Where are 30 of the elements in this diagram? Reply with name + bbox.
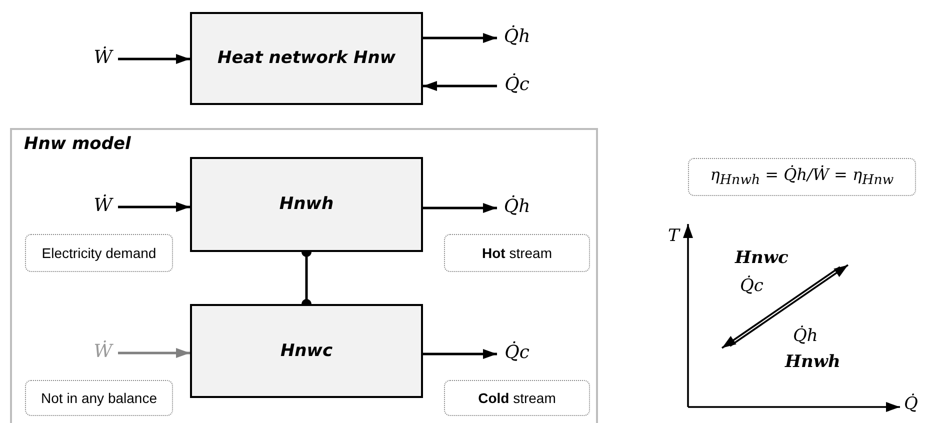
arrow [118,348,190,358]
arrow [118,54,190,64]
flow-symbol: Ẇ [88,190,118,220]
note-box: Electricity demand [25,234,173,272]
arrow [423,81,497,91]
chart-label: Q̇h [793,326,818,346]
chart-label: Hnwh [785,352,840,372]
group-title: Hnw model [24,134,131,154]
process-box: Hnwh [190,157,423,252]
process-box: Hnwc [190,304,423,398]
flow-symbol: Q̇c [497,68,537,100]
arrow [423,33,497,43]
note-box: Hot stream [444,234,590,272]
chart-label: Hnwc [735,248,788,268]
note-box: Not in any balance [25,380,173,416]
flow-symbol: Q̇h [497,20,537,52]
note-box: Cold stream [444,380,590,416]
arrow [423,349,497,359]
formula-box: η$_{Hnwh}$ = Q̇h/Ẇ = η$_{Hnw}$ [688,158,916,196]
process-box: Heat network Hnw [190,12,423,105]
flow-symbol: Q̇c [497,336,537,368]
arrow [423,203,497,213]
group-frame [10,128,598,423]
flow-symbol: Q̇h [497,190,537,222]
flow-symbol: Ẇ [88,336,118,366]
axis-label: T [668,226,680,246]
arrow [118,202,190,212]
axis-label: Q̇ [904,394,918,414]
flow-symbol: Ẇ [88,42,118,72]
chart-label: Q̇c [740,276,764,296]
